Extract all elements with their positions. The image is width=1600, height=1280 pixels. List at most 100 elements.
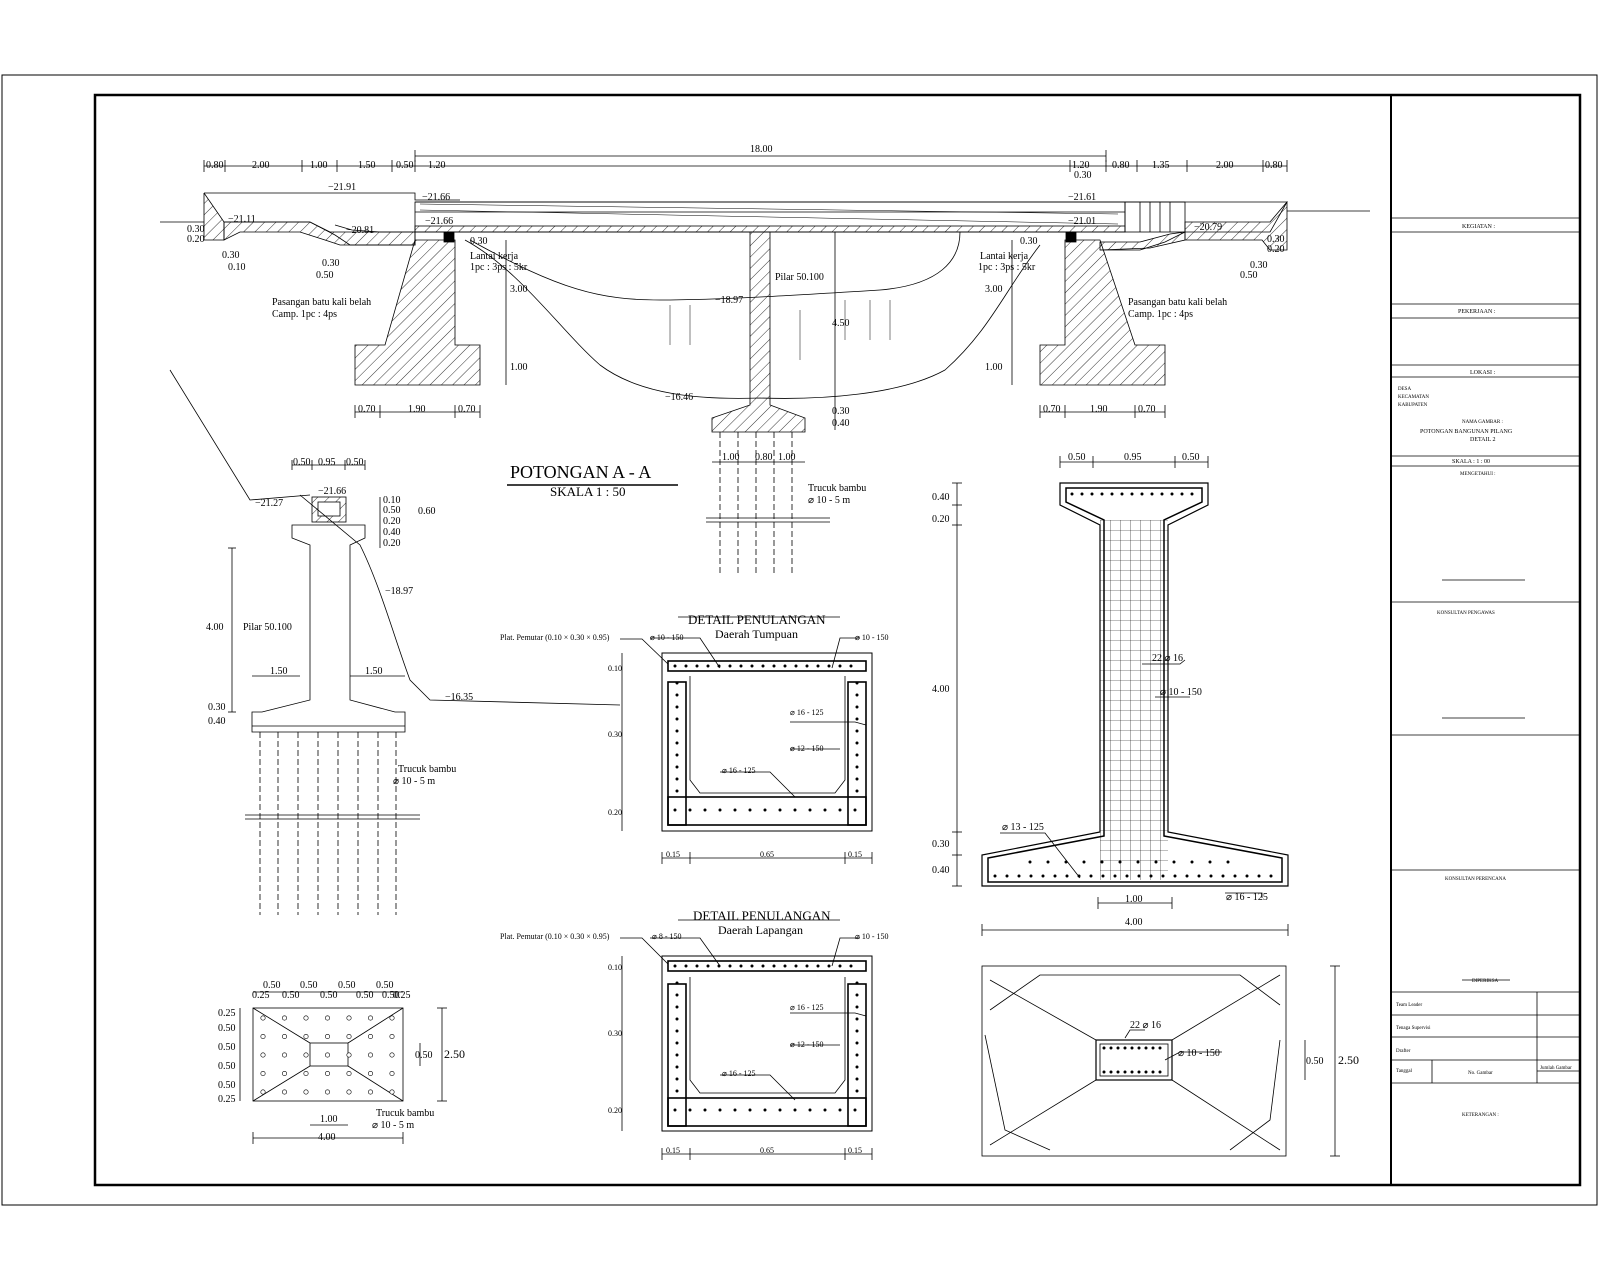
rebar-dot <box>849 964 853 968</box>
dim: 1.35 <box>1152 160 1170 171</box>
dim: 1.00 <box>1125 894 1143 905</box>
rebar-dot <box>1269 874 1273 878</box>
rebar-dot <box>993 874 997 878</box>
tb-pekerjaan: PEKERJAAN : <box>1458 309 1496 315</box>
rebar-dot <box>673 664 677 668</box>
tb-keterangan: KETERANGAN : <box>1462 1113 1499 1118</box>
dim: 1.00 <box>778 452 796 463</box>
dim: 1.20 <box>1072 160 1090 171</box>
rebar-dot <box>855 1077 859 1081</box>
rebar-dot <box>675 993 679 997</box>
rebar-dot <box>717 664 721 668</box>
rebar-dot <box>1170 492 1174 496</box>
dim: 0.30 <box>1074 170 1092 181</box>
rebar-dot <box>1113 874 1117 878</box>
elevation: −21.11 <box>228 214 256 225</box>
dim: 1.90 <box>408 404 426 415</box>
rebar-dot <box>1125 874 1129 878</box>
elevation: −20.79 <box>1194 222 1222 233</box>
tb-no-gambar: No. Gambar <box>1468 1071 1493 1076</box>
dim: 0.50 <box>1306 1056 1324 1067</box>
rebar-dot <box>675 753 679 757</box>
label: ⌀ 10 - 150 <box>1178 1048 1220 1059</box>
dim: 0.15 <box>848 850 862 859</box>
tb-lokasi: LOKASI : <box>1470 370 1495 376</box>
rebar-dot <box>1130 1070 1134 1074</box>
rebar-dot <box>1190 492 1194 496</box>
dim: 0.50 <box>1182 452 1200 463</box>
detail-subtitle: Daerah Lapangan <box>718 923 803 937</box>
rebar-dot <box>761 964 765 968</box>
rebar-dot <box>748 808 752 812</box>
dim: 0.40 <box>383 527 401 538</box>
rebar-dot <box>1080 492 1084 496</box>
pile-circle <box>367 1015 373 1021</box>
drawing-frame <box>93 93 1582 1187</box>
dim: 0.50 <box>338 980 356 991</box>
rebar-dot <box>855 1041 859 1045</box>
elevation: −21.66 <box>318 486 346 497</box>
tb-kegiatan: KEGIATAN : <box>1462 224 1495 230</box>
pile-circle <box>260 1089 266 1095</box>
rebar-dots-support <box>673 664 859 812</box>
rebar-dot <box>1158 1046 1162 1050</box>
label: ⌀ 16 - 125 <box>1226 892 1268 903</box>
rebar-dots-pier-plan <box>1102 1046 1162 1074</box>
rebar-dot <box>1190 860 1194 864</box>
rebar-dot <box>838 808 842 812</box>
rebar-dot <box>1144 1046 1148 1050</box>
dim: 1.00 <box>722 452 740 463</box>
tb-nama-gambar: POTONGAN BANGUNAN PILANG <box>1420 429 1513 435</box>
dim: 0.30 <box>932 839 950 850</box>
rebar-dot <box>675 1065 679 1069</box>
rebar-dot <box>1180 492 1184 496</box>
pile-circle <box>303 1052 309 1058</box>
dim: 0.50 <box>263 980 281 991</box>
label: ⌀ 16 - 125 <box>722 766 755 775</box>
dim: 0.20 <box>932 514 950 525</box>
dim: 1.50 <box>358 160 376 171</box>
rebar-dot <box>1137 1046 1141 1050</box>
label: ⌀ 10 - 5 m <box>808 495 850 506</box>
rebar-dot <box>1102 1070 1106 1074</box>
rebar-dot <box>1226 860 1230 864</box>
pile-circle <box>367 1034 373 1040</box>
elevation: −21.27 <box>255 498 283 509</box>
rebar-dot <box>1017 874 1021 878</box>
elevation: −16.35 <box>445 692 473 703</box>
tb-nama-gambar-2: DETAIL 2 <box>1470 437 1495 443</box>
rebar-dot <box>1130 492 1134 496</box>
rebar-dot <box>778 808 782 812</box>
dim: 0.15 <box>848 1146 862 1155</box>
rebar-dot <box>838 664 842 668</box>
rebar-dot <box>1161 874 1165 878</box>
rebar-dot <box>675 789 679 793</box>
dim: 0.10 <box>383 495 401 506</box>
label: ⌀ 12 - 150 <box>790 1040 823 1049</box>
rebar-dot <box>675 1029 679 1033</box>
rebar-dot <box>1233 874 1237 878</box>
section-a-a <box>160 150 1370 575</box>
label: ⌀ 10 - 150 <box>650 633 683 642</box>
side-view-pier <box>228 460 621 915</box>
label: Plat. Pemutar (0.10 × 0.30 × 0.95) <box>500 932 610 941</box>
label: ⌀ 10 - 150 <box>1160 687 1202 698</box>
rebar-dot <box>750 664 754 668</box>
rebar-dot <box>1154 860 1158 864</box>
pier-plan <box>981 965 1340 1157</box>
rebar-dot <box>718 1108 722 1112</box>
rebar-dot <box>794 964 798 968</box>
rebar-dot <box>808 808 812 812</box>
section-scale: SKALA 1 : 50 <box>550 484 625 499</box>
rebar-dot <box>805 664 809 668</box>
label: ⌀ 10 - 150 <box>855 633 888 642</box>
rebar-dot <box>1028 860 1032 864</box>
dim: 2.00 <box>252 160 270 171</box>
rebar-dot <box>733 808 737 812</box>
dim: 2.00 <box>1216 160 1234 171</box>
rebar-dot <box>1149 874 1153 878</box>
dim: 0.95 <box>1124 452 1142 463</box>
rebar-dot <box>855 1005 859 1009</box>
rebar-dot <box>1041 874 1045 878</box>
pile-circle <box>303 1089 309 1095</box>
